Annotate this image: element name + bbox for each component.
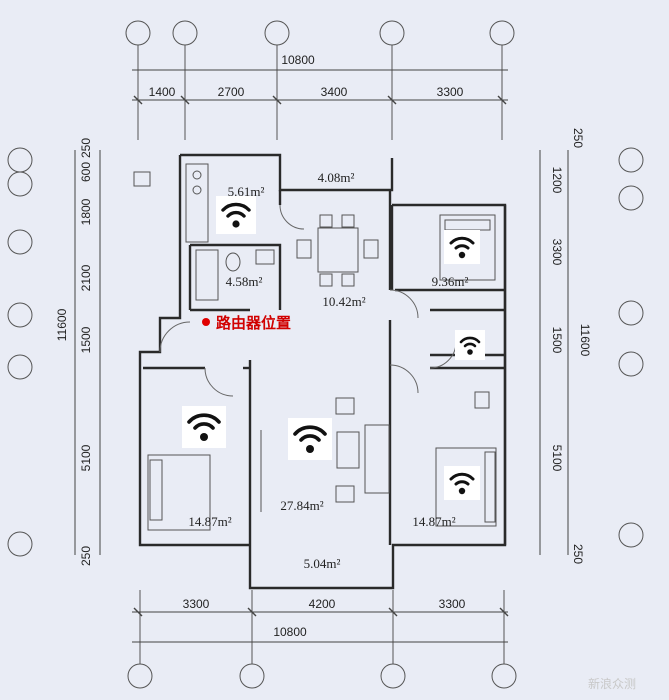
dim-bottom-seg-2: 4200 (309, 597, 336, 611)
area-kitchen: 5.61m² (228, 184, 265, 199)
axis-markers-top (125, 20, 515, 140)
axis-markers-right (618, 147, 644, 548)
dim-right-seg-4: 1500 (550, 327, 564, 354)
area-bedroom-se: 14.87m² (412, 514, 455, 529)
dim-bottom-seg-1: 3300 (183, 597, 210, 611)
area-balcony-top: 4.08m² (318, 170, 355, 185)
dim-left-seg-3: 1800 (79, 198, 93, 225)
area-balcony-bottom: 5.04m² (304, 556, 341, 571)
dim-left-seg-1: 250 (79, 138, 93, 158)
dim-bottom-total: 10800 (273, 625, 307, 639)
walls (138, 153, 507, 590)
room-area-labels: 5.61m² 4.08m² 4.58m² 10.42m² 9.36m² 14.8… (188, 170, 468, 571)
router-label: 路由器位置 (216, 314, 291, 332)
area-dining: 10.42m² (322, 294, 365, 309)
dim-top-seg-2: 2700 (218, 85, 245, 99)
dim-bottom-seg-3: 3300 (439, 597, 466, 611)
wifi-icon (182, 406, 226, 448)
wifi-icon (288, 418, 332, 460)
router-marker (202, 318, 210, 326)
dim-right-total: 11600 (578, 324, 592, 357)
dim-right-seg-5: 5100 (550, 445, 564, 472)
dim-left-seg-5: 1500 (79, 326, 93, 353)
axis-markers-bottom (127, 590, 517, 689)
area-bedroom-ne: 9.36m² (432, 274, 469, 289)
dim-right-seg-6: 250 (571, 544, 585, 564)
dimension-labels: 10800 1400 2700 3400 3300 3300 4200 3300… (55, 53, 592, 639)
dim-left-seg-4: 2100 (79, 264, 93, 291)
dim-top-seg-3: 3400 (321, 85, 348, 99)
router-location: 路由器位置 (202, 314, 291, 332)
dim-top-seg-4: 3300 (437, 85, 464, 99)
dim-right-seg-1: 250 (571, 128, 585, 148)
wifi-icon (216, 196, 256, 234)
furniture (133, 163, 497, 531)
area-bathroom: 4.58m² (226, 274, 263, 289)
wifi-icons (182, 196, 485, 500)
area-living: 27.84m² (280, 498, 323, 513)
axis-markers-left (7, 147, 33, 557)
dim-left-total: 11600 (55, 308, 69, 341)
area-bedroom-sw: 14.87m² (188, 514, 231, 529)
watermark: 新浪众测 (588, 676, 636, 691)
dimension-lines (74, 69, 569, 643)
dim-left-seg-7: 250 (79, 546, 93, 566)
wifi-icon (455, 330, 485, 360)
dim-left-seg-6: 5100 (79, 444, 93, 471)
wifi-icon (444, 230, 480, 264)
wifi-icon (444, 466, 480, 500)
dim-left-seg-2: 600 (79, 162, 93, 182)
dim-right-seg-2: 1200 (550, 167, 564, 194)
dim-top-total: 10800 (281, 53, 315, 67)
dim-top-seg-1: 1400 (149, 85, 176, 99)
dim-right-seg-3: 3300 (550, 239, 564, 266)
